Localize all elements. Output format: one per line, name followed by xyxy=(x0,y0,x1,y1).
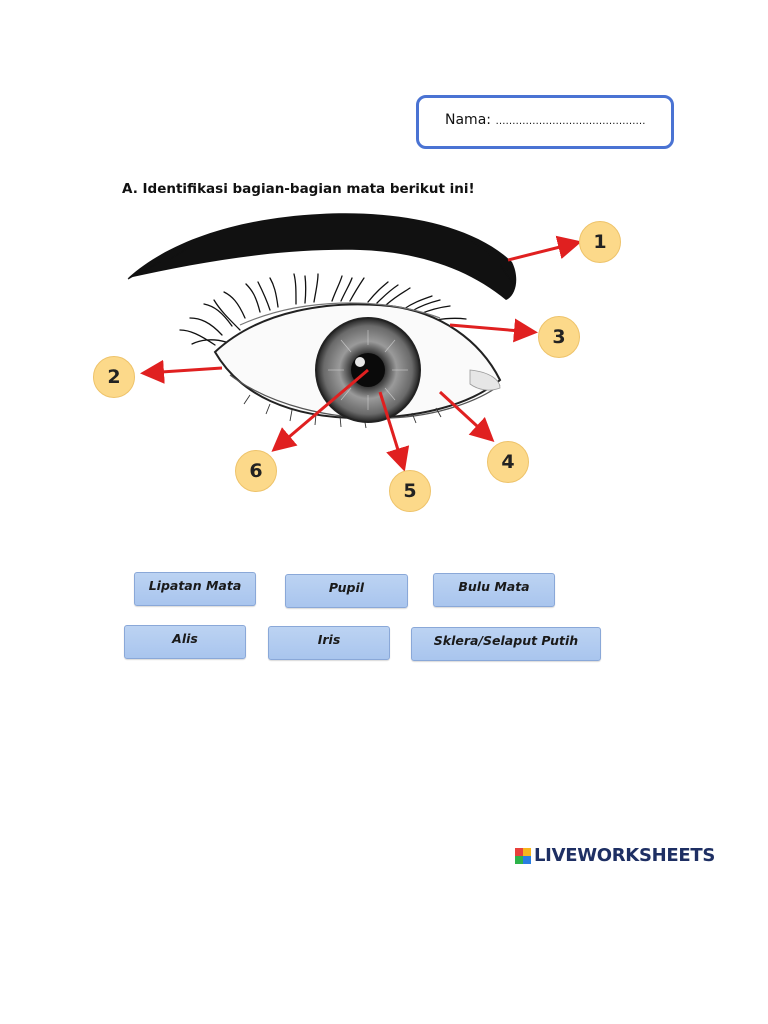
arrow-to-3 xyxy=(450,325,532,332)
marker-5: 5 xyxy=(389,470,431,512)
chip-pupil[interactable]: Pupil xyxy=(285,574,408,608)
liveworksheets-logo: LIVEWORKSHEETS xyxy=(515,845,715,866)
marker-1: 1 xyxy=(579,221,621,263)
chip-bulu-mata[interactable]: Bulu Mata xyxy=(433,573,555,607)
marker-4: 4 xyxy=(487,441,529,483)
marker-6: 6 xyxy=(235,450,277,492)
chip-sklera[interactable]: Sklera/Selaput Putih xyxy=(411,627,601,661)
marker-3: 3 xyxy=(538,316,580,358)
arrow-to-2 xyxy=(146,368,222,373)
liveworksheets-logo-icon xyxy=(515,848,531,864)
arrow-to-1 xyxy=(508,243,576,260)
chip-lipatan-mata[interactable]: Lipatan Mata xyxy=(134,572,256,606)
chip-iris[interactable]: Iris xyxy=(268,626,390,660)
eyebrow-shape xyxy=(128,213,516,300)
logo-text: LIVEWORKSHEETS xyxy=(534,845,715,866)
chip-alis[interactable]: Alis xyxy=(124,625,246,659)
eye-diagram xyxy=(0,0,768,540)
marker-2: 2 xyxy=(93,356,135,398)
